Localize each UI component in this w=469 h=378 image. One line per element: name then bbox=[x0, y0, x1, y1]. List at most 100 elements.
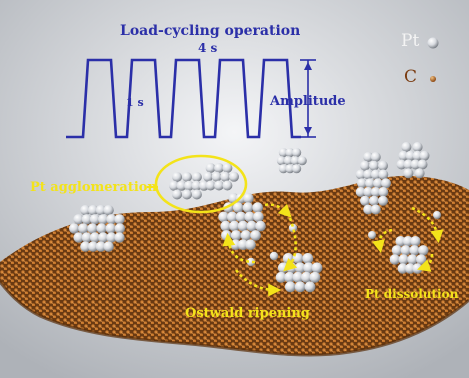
pt-atom bbox=[98, 214, 109, 225]
pt-atom bbox=[278, 148, 288, 158]
pt-atom-isolated bbox=[433, 211, 441, 219]
pt-atom bbox=[297, 156, 307, 166]
pt-legend-label: Pt bbox=[401, 31, 420, 51]
pt-atom bbox=[402, 236, 414, 247]
pt-atom bbox=[417, 159, 428, 170]
pt-atom bbox=[360, 160, 370, 171]
pt-atom bbox=[78, 223, 89, 234]
pt-atom-isolated bbox=[368, 231, 376, 239]
pt-atom bbox=[373, 178, 383, 189]
pt-atom bbox=[114, 232, 125, 243]
pt-atom bbox=[205, 180, 216, 191]
pt-atom bbox=[106, 214, 117, 225]
agglomeration-label: Pt agglomeration bbox=[30, 180, 157, 195]
pt-atom bbox=[80, 241, 91, 252]
pt-atom bbox=[89, 214, 101, 225]
pt-atom bbox=[365, 178, 375, 189]
pt-atom bbox=[278, 164, 288, 174]
dissolution-arrows bbox=[372, 206, 444, 272]
pt-atom bbox=[222, 180, 233, 191]
pt-atom bbox=[398, 150, 409, 161]
pt-atom bbox=[222, 163, 233, 173]
pt-atom bbox=[220, 171, 231, 182]
pt-atom bbox=[412, 142, 423, 152]
load-cycling-waveform bbox=[66, 58, 301, 139]
pt-atom bbox=[357, 178, 367, 189]
pt-atom bbox=[81, 214, 93, 225]
pt-atom bbox=[285, 164, 295, 174]
pt-atom bbox=[191, 189, 202, 200]
pt-atom bbox=[301, 271, 312, 283]
hold-time-label: 1 s bbox=[126, 96, 144, 109]
waveform-title: Load-cycling operation bbox=[120, 23, 301, 39]
pt-atom bbox=[203, 171, 213, 182]
pt-atom bbox=[242, 202, 254, 213]
pt-atom-isolated bbox=[246, 257, 256, 267]
pt-atom bbox=[363, 169, 374, 180]
cluster-left bbox=[69, 205, 126, 252]
pt-atom bbox=[182, 189, 192, 200]
pt-atom bbox=[246, 220, 258, 232]
pt-atom bbox=[397, 263, 408, 274]
pt-atom bbox=[290, 156, 300, 166]
pt-atom bbox=[292, 271, 304, 283]
pt-atom bbox=[360, 195, 370, 206]
pt-atom bbox=[176, 180, 187, 191]
pt-atom bbox=[243, 193, 254, 204]
pt-atom bbox=[95, 241, 107, 252]
pt-atom bbox=[103, 205, 114, 216]
cluster-right-tower-b bbox=[396, 142, 430, 179]
amplitude-arrow-up bbox=[304, 62, 312, 70]
amplitude-arrow-down bbox=[304, 127, 312, 135]
pt-atom bbox=[389, 254, 400, 265]
c-atom-legend-icon bbox=[430, 76, 436, 82]
pt-atom bbox=[294, 281, 306, 293]
pt-atom bbox=[398, 254, 409, 265]
pt-atom bbox=[409, 245, 420, 256]
dissolution-label: Pt dissolution bbox=[365, 287, 459, 301]
pt-atom bbox=[114, 214, 125, 225]
cluster-back-small bbox=[276, 148, 307, 174]
pt-atom bbox=[229, 171, 239, 182]
pt-atom bbox=[311, 262, 323, 274]
pt-atom bbox=[106, 232, 117, 243]
pt-atom bbox=[211, 171, 222, 182]
cluster-ostwald-bottom bbox=[275, 253, 323, 293]
pt-atom bbox=[283, 156, 293, 166]
pt-atom bbox=[182, 172, 192, 182]
pt-atom bbox=[114, 223, 126, 234]
pt-atom bbox=[81, 232, 93, 243]
pt-atom bbox=[253, 211, 264, 223]
pt-atom bbox=[275, 271, 287, 283]
pt-atom bbox=[244, 211, 255, 223]
pt-atom bbox=[369, 195, 379, 206]
amplitude-label: Amplitude bbox=[270, 94, 346, 109]
pt-atom bbox=[80, 205, 91, 216]
pt-atom bbox=[400, 245, 411, 256]
ostwald-ripening-arrows bbox=[222, 203, 298, 297]
pt-atom bbox=[369, 160, 379, 171]
pt-atom bbox=[276, 156, 286, 166]
pt-atom bbox=[355, 187, 366, 197]
pt-atom bbox=[191, 180, 202, 191]
pt-atom bbox=[282, 253, 294, 264]
pt-atom bbox=[73, 214, 84, 225]
pt-atom bbox=[294, 262, 306, 274]
pt-atom bbox=[98, 232, 109, 243]
pt-atom bbox=[363, 152, 374, 162]
pt-atom bbox=[419, 150, 430, 161]
pt-atom bbox=[309, 271, 321, 283]
pt-atom bbox=[87, 241, 99, 252]
pt-atom bbox=[191, 172, 202, 182]
pt-atom bbox=[255, 220, 266, 232]
c-legend-label: C bbox=[404, 67, 418, 87]
pt-atom bbox=[245, 239, 256, 250]
pt-atom bbox=[214, 180, 224, 191]
pt-atom bbox=[285, 148, 295, 158]
pt-atom bbox=[404, 263, 416, 274]
pt-atom bbox=[95, 205, 107, 216]
pt-atom bbox=[302, 253, 314, 264]
pt-atom bbox=[370, 152, 381, 162]
pt-atom bbox=[363, 187, 374, 197]
